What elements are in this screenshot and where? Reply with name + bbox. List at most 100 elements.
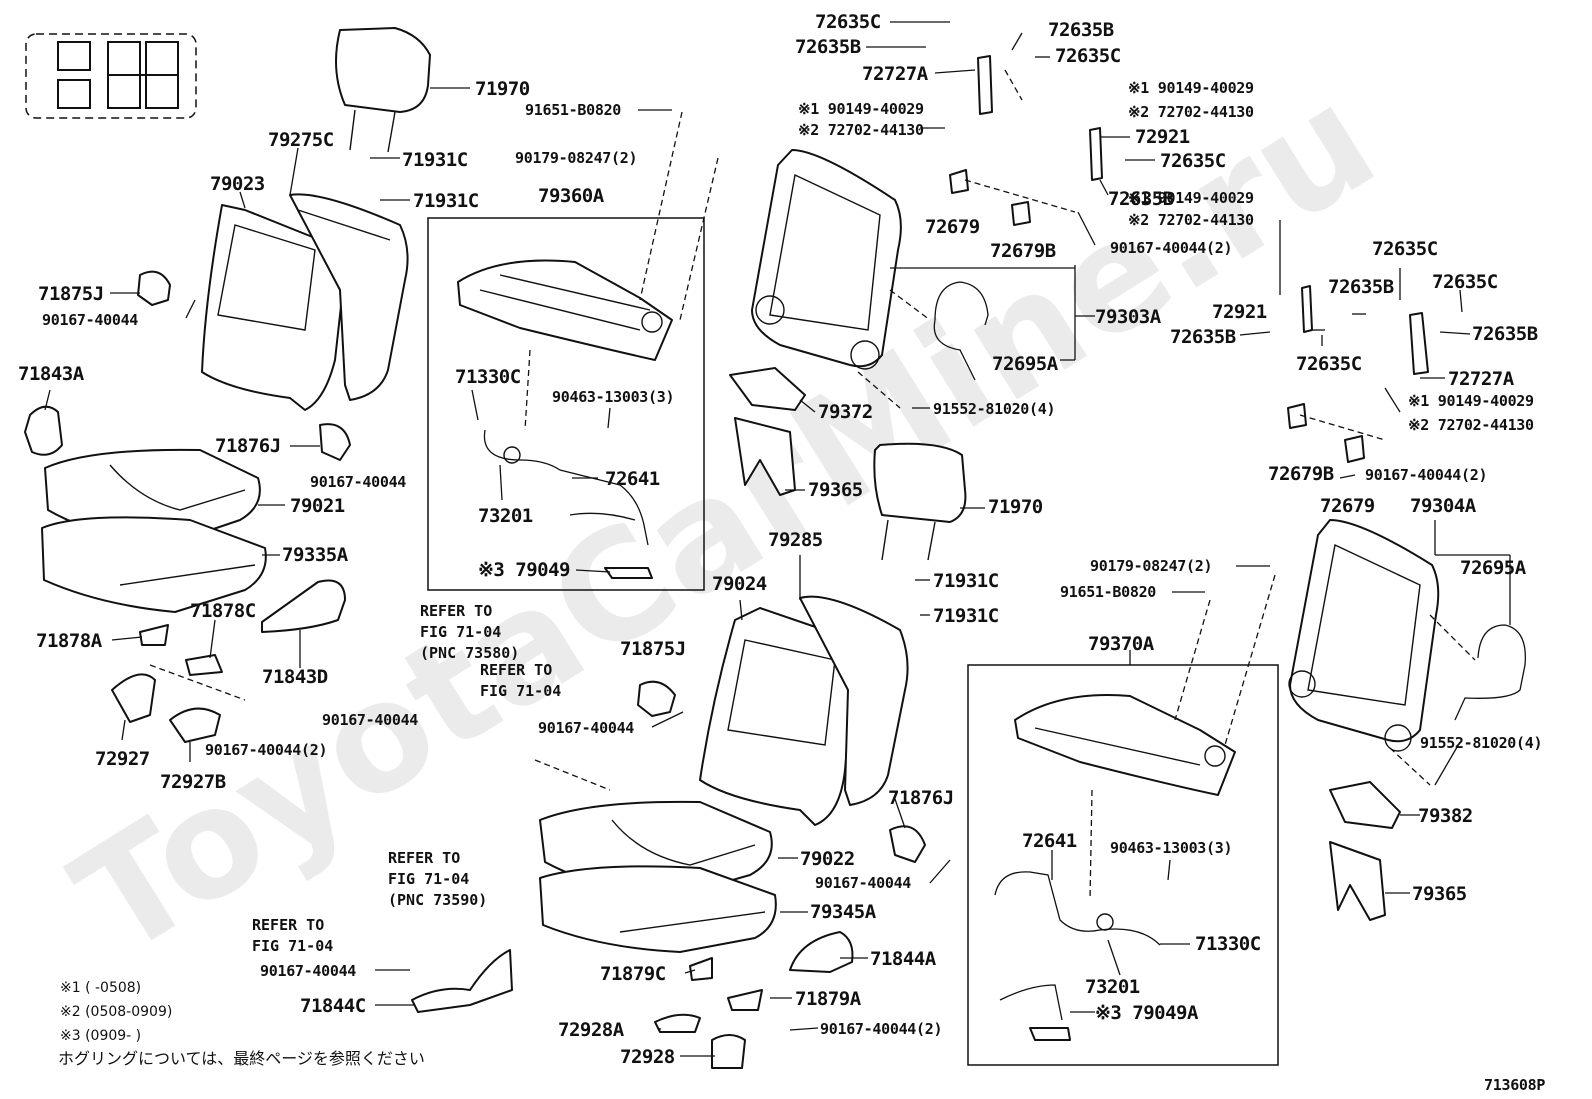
label-72635c-3[interactable]: 72635C	[1160, 150, 1226, 172]
side-cover-71844c[interactable]	[411, 949, 513, 1013]
label-note2-b[interactable]: ※2 72702-44130	[1128, 103, 1254, 121]
label-71844a[interactable]: 71844A	[870, 948, 937, 970]
label-72635b-5[interactable]: 72635B	[1170, 326, 1236, 348]
seat-frame-79360a[interactable]	[457, 259, 673, 361]
label-note1-b[interactable]: ※1 90149-40029	[1128, 79, 1254, 97]
label-71330c-a[interactable]: 71330C	[455, 366, 521, 388]
hinge-cover-71876j-right[interactable]	[889, 825, 926, 863]
label-90167-a[interactable]: 90167-40044	[42, 311, 139, 329]
label-79372[interactable]: 79372	[818, 401, 873, 423]
label-71844c[interactable]: 71844C	[300, 995, 366, 1017]
label-72679b-a[interactable]: 72679B	[990, 240, 1056, 262]
label-90463-a[interactable]: 90463-13003(3)	[552, 388, 675, 406]
hinge-cover-71875j-right[interactable]	[637, 680, 676, 717]
label-79021[interactable]: 79021	[290, 495, 345, 517]
label-72635c-5[interactable]: 72635C	[1432, 271, 1498, 293]
refer-3-line1[interactable]: REFER TO	[388, 849, 460, 867]
cover-72927[interactable]	[111, 673, 156, 723]
label-79023[interactable]: 79023	[210, 173, 265, 195]
seat-cushion-pad-79335a[interactable]	[41, 516, 267, 613]
label-72928a[interactable]: 72928A	[558, 1019, 625, 1041]
label-71875j-b[interactable]: 71875J	[620, 638, 686, 660]
cable-72695a-lower[interactable]	[1454, 624, 1526, 721]
label-90167-c[interactable]: 90167-40044(2)	[205, 741, 328, 759]
bracket-72727a-lower[interactable]	[1409, 312, 1429, 375]
hinge-cover-71875j-left[interactable]	[137, 270, 171, 306]
label-72641-b[interactable]: 72641	[1022, 830, 1077, 852]
label-note1-c[interactable]: ※1 90149-40029	[1128, 189, 1254, 207]
seatback-pad-left[interactable]	[289, 193, 409, 401]
clip-72679-upper[interactable]	[949, 169, 969, 194]
seatback-pad-79285[interactable]	[799, 595, 909, 806]
label-79335a[interactable]: 79335A	[282, 544, 349, 566]
seatback-frame-79303a[interactable]	[751, 149, 902, 370]
label-72635b-6[interactable]: 72635B	[1472, 323, 1538, 345]
label-71876j-b[interactable]: 71876J	[888, 787, 954, 809]
refer-1-line1[interactable]: REFER TO	[420, 602, 492, 620]
side-cover-71843a[interactable]	[24, 405, 63, 456]
label-72928[interactable]: 72928	[620, 1046, 675, 1068]
refer-2-line1[interactable]: REFER TO	[480, 661, 552, 679]
seat-frame-79370a[interactable]	[1014, 694, 1236, 796]
label-71843d[interactable]: 71843D	[262, 666, 328, 688]
bracket-72727a-upper[interactable]	[977, 55, 993, 115]
cover-79372[interactable]	[729, 367, 806, 411]
label-90167-f[interactable]: 90167-40044	[538, 719, 635, 737]
bracket-79365-right[interactable]	[1329, 841, 1386, 921]
bracket-79365-left[interactable]	[734, 417, 796, 496]
clip-72679-lower[interactable]	[1344, 435, 1365, 463]
label-79049a[interactable]: ※3 79049A	[1095, 1002, 1199, 1024]
label-72921-b[interactable]: 72921	[1212, 301, 1267, 323]
label-71876j-a[interactable]: 71876J	[215, 435, 281, 457]
refer-1-line3[interactable]: (PNC 73580)	[420, 644, 519, 662]
refer-3-line2[interactable]: FIG 71-04	[388, 870, 469, 888]
clip-72679b-upper[interactable]	[1011, 201, 1031, 226]
label-90463-b[interactable]: 90463-13003(3)	[1110, 839, 1233, 857]
seat-cushion-pad-79345a[interactable]	[539, 865, 777, 953]
seat-cable-73201-left[interactable]	[483, 429, 649, 546]
cover-79382[interactable]	[1329, 781, 1401, 829]
bracket-71878a[interactable]	[139, 624, 169, 646]
seat-cable-73201-right[interactable]	[994, 871, 1161, 1021]
label-72635b-1[interactable]: 72635B	[795, 36, 861, 58]
label-72635c-1[interactable]: 72635C	[815, 11, 881, 33]
cover-72927b[interactable]	[169, 707, 221, 743]
label-79365-b[interactable]: 79365	[1412, 883, 1467, 905]
label-note1-a[interactable]: ※1 90149-40029	[798, 100, 924, 118]
label-71970-a[interactable]: 71970	[475, 78, 530, 100]
label-79382[interactable]: 79382	[1418, 805, 1473, 827]
label-91651-b[interactable]: 91651-B0820	[1060, 583, 1157, 601]
label-note2-d[interactable]: ※2 72702-44130	[1408, 416, 1534, 434]
label-79365-a[interactable]: 79365	[808, 479, 863, 501]
label-90167-e[interactable]: 90167-40044(2)	[1110, 239, 1233, 257]
label-91552-a[interactable]: 91552-81020(4)	[933, 400, 1056, 418]
label-71931c-a[interactable]: 71931C	[402, 149, 468, 171]
label-72635b-4[interactable]: 72635B	[1328, 276, 1394, 298]
label-72679-a[interactable]: 72679	[925, 216, 980, 238]
refer-4-line1[interactable]: REFER TO	[252, 916, 324, 934]
label-72679-b[interactable]: 72679	[1320, 495, 1375, 517]
bracket-71879c[interactable]	[689, 957, 713, 981]
bracket-72921-lower[interactable]	[1301, 285, 1313, 333]
label-72927[interactable]: 72927	[95, 748, 150, 770]
label-71931c-c[interactable]: 71931C	[933, 570, 999, 592]
label-71843a[interactable]: 71843A	[18, 363, 85, 385]
label-91651-a[interactable]: 91651-B0820	[525, 101, 622, 119]
label-79370a[interactable]: 79370A	[1088, 633, 1155, 655]
label-72635c-4[interactable]: 72635C	[1372, 238, 1438, 260]
label-73201-a[interactable]: 73201	[478, 505, 533, 527]
label-71878c[interactable]: 71878C	[190, 600, 256, 622]
clip-72679b-lower[interactable]	[1287, 403, 1307, 429]
label-79022[interactable]: 79022	[800, 848, 855, 870]
label-note2-c[interactable]: ※2 72702-44130	[1128, 211, 1254, 229]
label-72727a-2[interactable]: 72727A	[1448, 368, 1515, 390]
label-72635b-3[interactable]: 72635B	[1108, 188, 1174, 210]
label-71970-b[interactable]: 71970	[988, 496, 1043, 518]
refer-4-line2[interactable]: FIG 71-04	[252, 937, 333, 955]
label-90179-b[interactable]: 90179-08247(2)	[1090, 557, 1213, 575]
label-72695a-b[interactable]: 72695A	[1460, 557, 1527, 579]
bracket-71879a[interactable]	[727, 989, 763, 1011]
cover-72928[interactable]	[711, 1034, 746, 1069]
seatback-frame-79304a[interactable]	[1288, 519, 1440, 752]
label-90167-j[interactable]: 90167-40044(2)	[1365, 466, 1488, 484]
